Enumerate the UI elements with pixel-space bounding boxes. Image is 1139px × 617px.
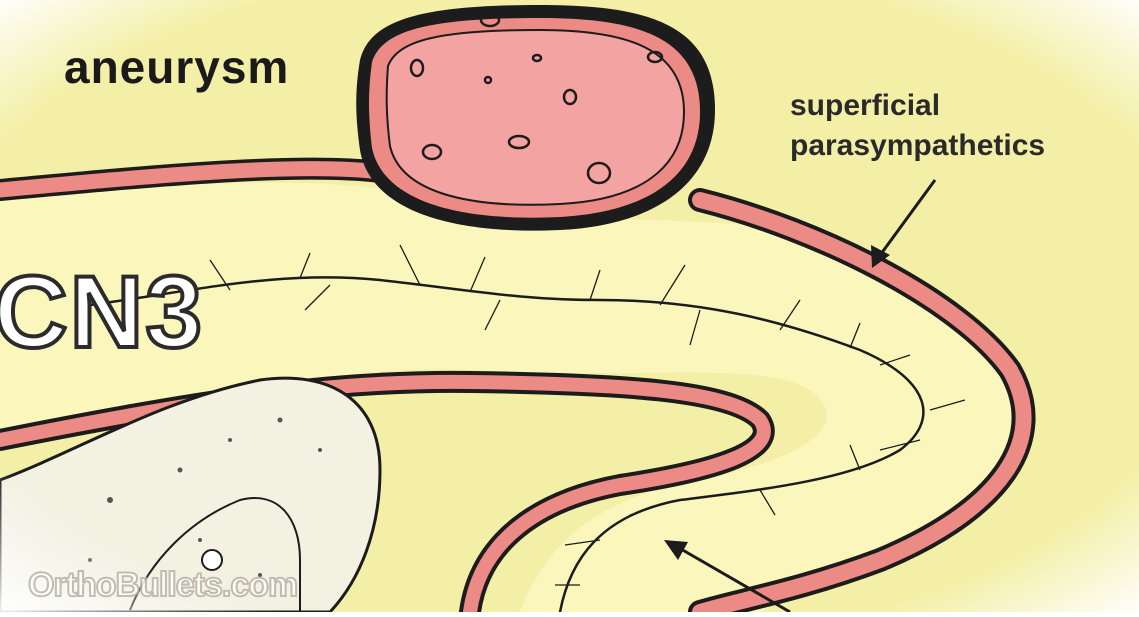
superficial-parasympathetics-label: superficial parasympathetics [790, 86, 1045, 166]
cn3-label: CN3 [0, 254, 204, 371]
watermark: OrthoBullets.com [28, 566, 297, 605]
aneurysm-label: aneurysm [64, 40, 289, 94]
superficial-label-line2: parasympathetics [790, 126, 1045, 166]
superficial-label-line1: superficial [790, 86, 1045, 126]
